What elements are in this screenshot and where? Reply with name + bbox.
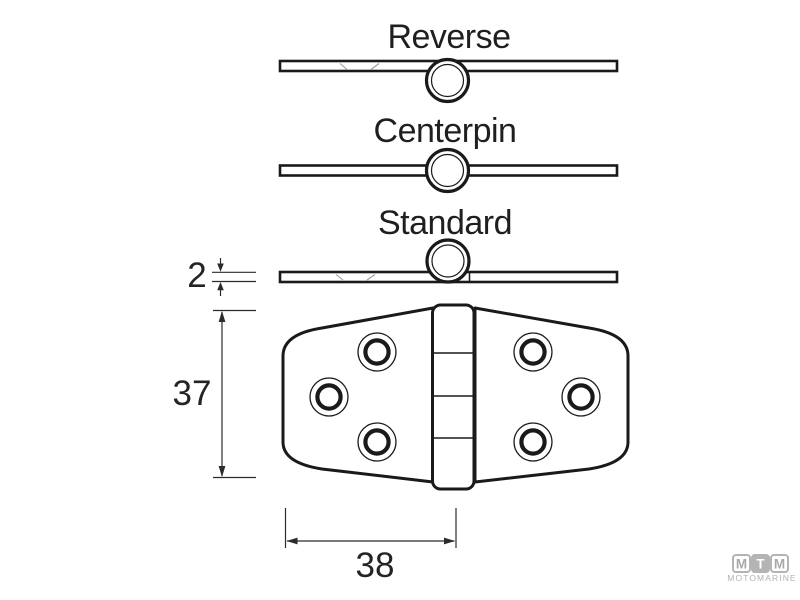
centerpin-label: Centerpin bbox=[374, 112, 517, 150]
logo-letter-m1: M bbox=[736, 557, 747, 572]
pin-barrel-top-view bbox=[431, 303, 476, 491]
width-value: 38 bbox=[356, 546, 395, 585]
thickness-value: 2 bbox=[187, 256, 206, 295]
mtm-logo: M T M MOTOMARINE bbox=[727, 554, 796, 583]
surface-mark bbox=[335, 274, 376, 281]
screw-hole bbox=[357, 422, 397, 462]
centerpin-pin-bore bbox=[430, 153, 465, 188]
screw-hole bbox=[513, 332, 553, 372]
standard-pin-bore bbox=[431, 244, 465, 278]
dimension-plate-thickness: 2 bbox=[187, 256, 256, 296]
logo-box bbox=[732, 554, 751, 573]
logo-letter-t: T bbox=[756, 557, 765, 572]
reverse-label: Reverse bbox=[387, 18, 510, 56]
standard-label: Standard bbox=[378, 204, 512, 242]
surface-mark bbox=[339, 63, 380, 70]
logo-box bbox=[751, 554, 770, 573]
standard-pin-barrel bbox=[425, 238, 471, 284]
screw-hole bbox=[513, 422, 553, 462]
height-value: 37 bbox=[173, 374, 212, 413]
hinge-top-view bbox=[281, 303, 630, 491]
logo-box bbox=[770, 554, 789, 573]
screw-hole bbox=[561, 377, 601, 417]
arrowhead-down bbox=[217, 263, 224, 272]
dimension-hinge-height: 37 bbox=[173, 309, 256, 479]
arrowhead-left bbox=[286, 537, 298, 545]
reverse-pin-barrel bbox=[424, 57, 471, 104]
reverse-pin-bore bbox=[430, 63, 465, 98]
motomarine-wordmark: MOTOMARINE bbox=[727, 573, 796, 583]
right-leaf-outline bbox=[473, 306, 630, 484]
reverse-view: Reverse bbox=[278, 18, 619, 104]
standard-view: Standard bbox=[278, 204, 619, 284]
centerpin-pin-barrel bbox=[424, 147, 471, 194]
arrowhead-up bbox=[218, 311, 226, 322]
dimension-leaf-width: 38 bbox=[284, 508, 457, 585]
logo-letter-m2: M bbox=[774, 557, 785, 572]
centerpin-view: Centerpin bbox=[278, 112, 619, 194]
arrowhead-down bbox=[218, 466, 226, 477]
arrowhead-up bbox=[217, 282, 224, 291]
arrowhead-right bbox=[444, 537, 455, 545]
screw-hole bbox=[357, 332, 397, 372]
left-leaf-outline bbox=[281, 306, 435, 484]
screw-hole bbox=[309, 377, 349, 417]
